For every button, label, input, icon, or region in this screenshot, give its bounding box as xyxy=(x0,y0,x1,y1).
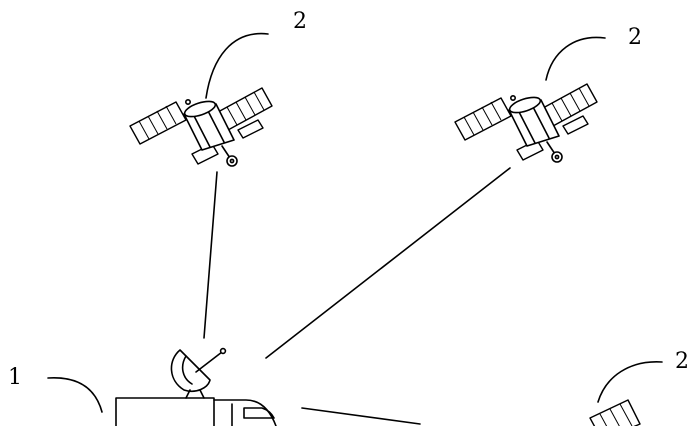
leader-line-satellite-top-right xyxy=(545,36,606,81)
link-line-bottom-right xyxy=(301,407,421,425)
label-satellite-bottom-right: 2 xyxy=(675,349,689,374)
satellite-icon-bottom-right xyxy=(589,399,641,426)
leader-line-satellite-bottom-right xyxy=(597,361,663,403)
leader-line-ground-vehicle xyxy=(47,377,103,413)
satellite-icon-top-left xyxy=(129,87,273,167)
label-satellite-top-right: 2 xyxy=(628,25,642,50)
vehicle-icon xyxy=(115,397,277,426)
label-satellite-top-left: 2 xyxy=(293,9,307,34)
satellite-dish-icon xyxy=(170,347,227,399)
link-line-top-left xyxy=(203,171,218,339)
link-line-top-right xyxy=(265,167,511,359)
satellite-icon-top-right xyxy=(454,83,598,163)
label-ground-vehicle: 1 xyxy=(8,365,22,390)
leader-line-satellite-top-left xyxy=(205,32,269,99)
